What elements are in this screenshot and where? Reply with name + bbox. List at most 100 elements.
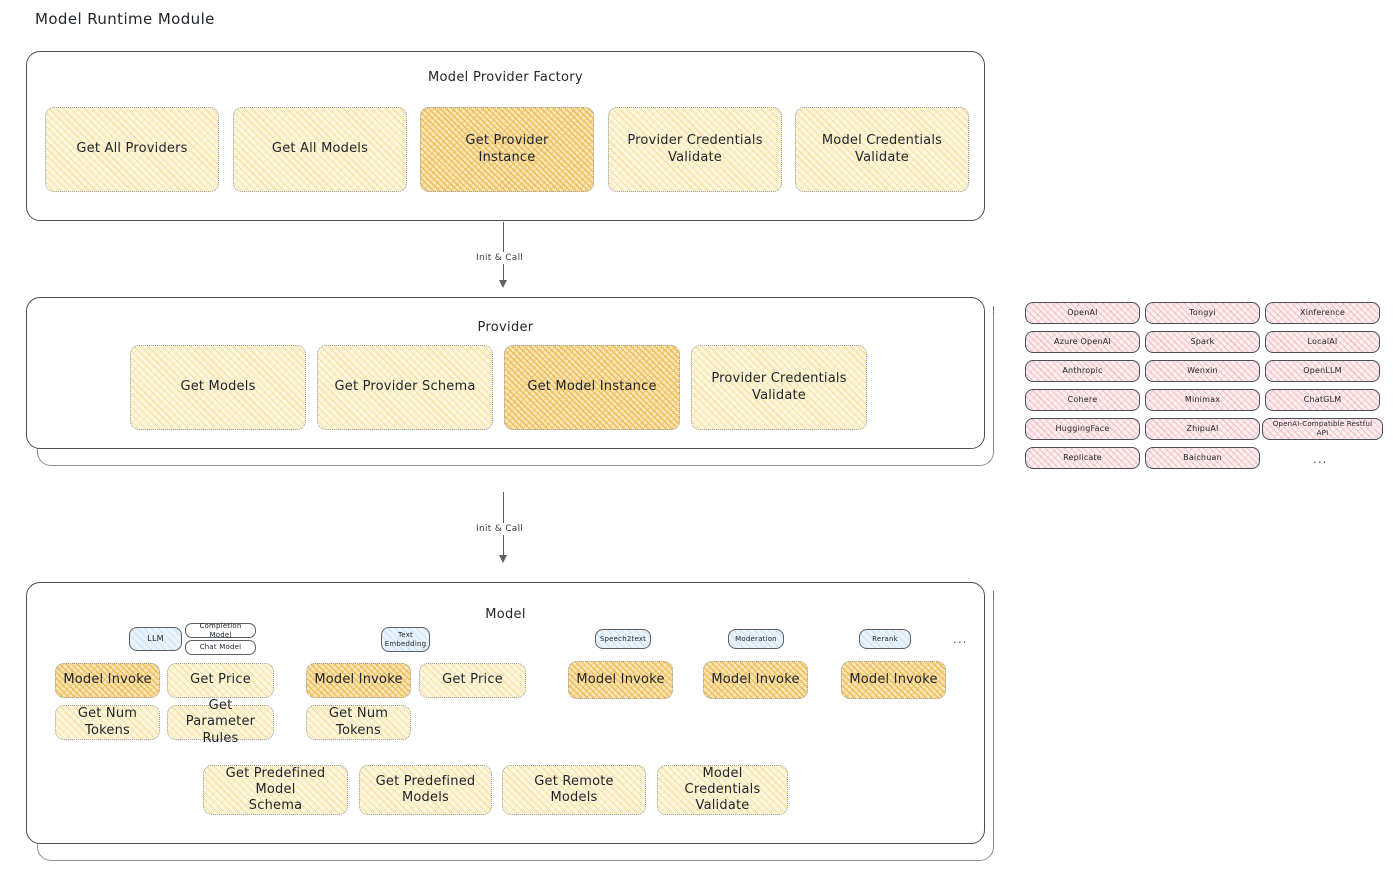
chip-label: Wenxin bbox=[1187, 366, 1218, 375]
node-get-model-instance[interactable]: Get Model Instance bbox=[504, 345, 680, 430]
speech2text-model-invoke[interactable]: Model Invoke bbox=[568, 661, 673, 699]
node-label: Get Parameter Rules bbox=[185, 698, 256, 746]
node-label: Get Models bbox=[180, 379, 256, 395]
node-get-all-models[interactable]: Get All Models bbox=[233, 107, 407, 192]
common-model-credentials-validate[interactable]: Model Credentials Validate bbox=[657, 765, 788, 815]
chip-label: Cohere bbox=[1067, 395, 1098, 404]
provider-chip-huggingface[interactable]: HuggingFace bbox=[1025, 418, 1140, 440]
page-title: Model Runtime Module bbox=[35, 10, 215, 28]
provider-chip-minimax[interactable]: Minimax bbox=[1145, 389, 1260, 411]
moderation-model-invoke[interactable]: Model Invoke bbox=[703, 661, 808, 699]
arrow-provider-to-model-head bbox=[499, 555, 507, 563]
llm-model-invoke[interactable]: Model Invoke bbox=[55, 663, 160, 698]
provider-chip-azure-openai[interactable]: Azure OpenAI bbox=[1025, 331, 1140, 353]
model-type-label: Moderation bbox=[735, 634, 777, 643]
chip-label: Spark bbox=[1190, 337, 1215, 346]
llm-get-parameter-rules[interactable]: Get Parameter Rules bbox=[167, 698, 274, 746]
rerank-model-invoke[interactable]: Model Invoke bbox=[841, 661, 946, 699]
provider-title: Provider bbox=[477, 320, 534, 335]
text-embedding-model-invoke[interactable]: Model Invoke bbox=[306, 663, 411, 698]
provider-chip-baichuan[interactable]: Baichuan bbox=[1145, 447, 1260, 469]
model-subtype-chat-model[interactable]: Chat Model bbox=[185, 640, 256, 655]
model-type-moderation[interactable]: Moderation bbox=[728, 629, 784, 649]
node-model-credentials-validate[interactable]: Model Credentials Validate bbox=[795, 107, 969, 192]
node-label: Get Model Instance bbox=[527, 379, 657, 395]
common-get-remote-models[interactable]: Get Remote Models bbox=[502, 765, 646, 815]
node-label: Model Invoke bbox=[711, 671, 800, 687]
node-label: Model Invoke bbox=[63, 672, 152, 688]
chip-label: LocalAI bbox=[1307, 337, 1338, 346]
chip-label: OpenAI-Compatible Restful API bbox=[1272, 420, 1373, 437]
model-type-text-embedding[interactable]: Text Embedding bbox=[381, 627, 430, 652]
node-label: Get Num Tokens bbox=[77, 706, 138, 738]
provider-chip-anthropic[interactable]: Anthropic bbox=[1025, 360, 1140, 382]
provider-chip-xinference[interactable]: Xinference bbox=[1265, 302, 1380, 324]
node-label: Model Credentials Validate bbox=[821, 133, 943, 165]
model-subtype-completion-model[interactable]: Completion Model bbox=[185, 622, 256, 639]
chip-label: Replicate bbox=[1063, 453, 1102, 462]
node-get-provider-instance[interactable]: Get Provider Instance bbox=[420, 107, 594, 192]
provider-chip-localai[interactable]: LocalAI bbox=[1265, 331, 1380, 353]
provider-chip-cohere[interactable]: Cohere bbox=[1025, 389, 1140, 411]
node-label: Model Invoke bbox=[314, 672, 403, 688]
node-label: Model Credentials Validate bbox=[684, 765, 761, 814]
model-type-label: Rerank bbox=[872, 634, 898, 643]
node-label: Get Price bbox=[442, 672, 503, 688]
chip-label: Anthropic bbox=[1062, 366, 1103, 375]
provider-chip-tongyi[interactable]: Tongyi bbox=[1145, 302, 1260, 324]
chip-label: ChatGLM bbox=[1303, 395, 1342, 404]
text-embedding-get-num-tokens[interactable]: Get Num Tokens bbox=[306, 705, 411, 740]
arrow-factory-to-provider-head bbox=[499, 280, 507, 288]
node-get-all-providers[interactable]: Get All Providers bbox=[45, 107, 219, 192]
common-get-predefined-models[interactable]: Get Predefined Models bbox=[359, 765, 492, 815]
node-label: Get Provider Schema bbox=[334, 379, 476, 395]
text-embedding-get-price[interactable]: Get Price bbox=[419, 663, 526, 698]
model-type-label: Text Embedding bbox=[384, 630, 427, 648]
chip-label: OpenLLM bbox=[1303, 366, 1342, 375]
common-get-predefined-model-schema[interactable]: Get Predefined Model Schema bbox=[203, 765, 348, 815]
node-label: Get Predefined Model Schema bbox=[225, 765, 326, 814]
provider-chip-wenxin[interactable]: Wenxin bbox=[1145, 360, 1260, 382]
node-label: Get Price bbox=[190, 672, 251, 688]
node-label: Get Predefined Models bbox=[375, 773, 476, 805]
chip-label: Azure OpenAI bbox=[1054, 337, 1111, 346]
chip-label: HuggingFace bbox=[1055, 424, 1110, 433]
node-provider-credentials-validate[interactable]: Provider Credentials Validate bbox=[608, 107, 782, 192]
model-type-rerank[interactable]: Rerank bbox=[859, 629, 911, 649]
chip-label: OpenAI bbox=[1067, 308, 1098, 317]
node-label: Provider Credentials Validate bbox=[627, 133, 763, 165]
node-label: Get Num Tokens bbox=[328, 706, 389, 738]
node-get-models[interactable]: Get Models bbox=[130, 345, 306, 430]
model-type-speech2text[interactable]: Speech2text bbox=[595, 629, 651, 649]
model-type-label: Speech2text bbox=[599, 634, 647, 643]
node-label: Get Remote Models bbox=[534, 773, 614, 805]
provider-chip-openllm[interactable]: OpenLLM bbox=[1265, 360, 1380, 382]
llm-get-price[interactable]: Get Price bbox=[167, 663, 274, 698]
node-label: Model Invoke bbox=[576, 671, 665, 687]
provider-chip-openai-compatible-restful-api[interactable]: OpenAI-Compatible Restful API bbox=[1262, 418, 1383, 440]
chip-label: Minimax bbox=[1184, 395, 1221, 404]
node-get-provider-schema[interactable]: Get Provider Schema bbox=[317, 345, 493, 430]
subtype-label: Chat Model bbox=[199, 643, 242, 652]
node-label: Model Invoke bbox=[849, 671, 938, 687]
provider-chip-zhipuai[interactable]: ZhipuAI bbox=[1145, 418, 1260, 440]
factory-title: Model Provider Factory bbox=[428, 70, 583, 85]
model-type-label: LLM bbox=[147, 634, 164, 643]
node-label: Provider Credentials Validate bbox=[711, 371, 847, 403]
model-types-more-indicator: ... bbox=[953, 632, 968, 646]
llm-get-num-tokens[interactable]: Get Num Tokens bbox=[55, 705, 160, 740]
chip-label: Tongyi bbox=[1189, 308, 1216, 317]
provider-chip-replicate[interactable]: Replicate bbox=[1025, 447, 1140, 469]
provider-chip-chatglm[interactable]: ChatGLM bbox=[1265, 389, 1380, 411]
model-type-llm[interactable]: LLM bbox=[129, 627, 182, 651]
node-label: Get All Providers bbox=[76, 141, 188, 157]
chip-label: ZhipuAI bbox=[1186, 424, 1219, 433]
node-provider-credentials-validate-2[interactable]: Provider Credentials Validate bbox=[691, 345, 867, 430]
provider-chip-spark[interactable]: Spark bbox=[1145, 331, 1260, 353]
model-title: Model bbox=[485, 607, 526, 622]
arrow-label-init-call-1: Init & Call bbox=[473, 252, 527, 264]
node-label: Get All Models bbox=[271, 141, 369, 157]
provider-chip-openai[interactable]: OpenAI bbox=[1025, 302, 1140, 324]
arrow-label-init-call-2: Init & Call bbox=[473, 523, 527, 535]
